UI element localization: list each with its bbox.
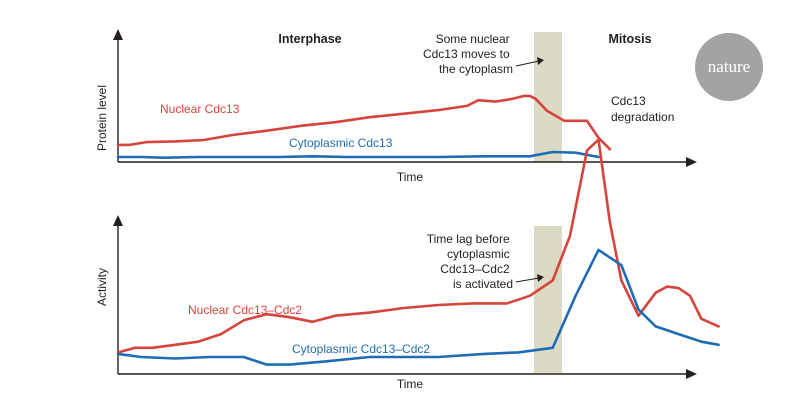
nature-logo-badge	[695, 33, 763, 101]
annotation-arrow	[515, 60, 540, 67]
nature-logo-text: nature	[708, 57, 750, 76]
phase-label-interphase: Interphase	[278, 32, 341, 46]
bottom-x-arrow	[686, 369, 697, 379]
bottom-x-axis-label: Time	[397, 377, 424, 391]
annotation-line: cytoplasmic	[447, 247, 510, 261]
top-x-arrow	[686, 157, 697, 167]
bottom-y-arrow	[113, 215, 123, 226]
annotation-nuclear-to-cytoplasm: Some nuclear Cdc13 moves to the cytoplas…	[423, 32, 513, 76]
annotation-line: Some nuclear	[436, 32, 510, 46]
annotation-line: Cdc13–Cdc2	[440, 262, 510, 276]
series-label-cytoplasmic-cdc13-cdc2: Cytoplasmic Cdc13–Cdc2	[292, 342, 430, 356]
annotation-arrowhead	[537, 57, 544, 65]
series-line-cytoplasmic-cdc13	[116, 150, 600, 159]
series-label-cytoplasmic-cdc13: Cytoplasmic Cdc13	[289, 136, 393, 150]
top-x-axis-label: Time	[397, 170, 424, 184]
annotation-time-lag: Time lag before cytoplasmic Cdc13–Cdc2 i…	[427, 232, 513, 291]
series-line-nuclear-cdc13-cdc2	[116, 138, 720, 354]
series-line-cytoplasmic-cdc13-cdc2	[116, 248, 720, 366]
series-label-nuclear-cdc13: Nuclear Cdc13	[160, 102, 240, 116]
phase-label-mitosis: Mitosis	[608, 32, 651, 46]
annotation-line: degradation	[611, 110, 674, 124]
annotation-arrowhead	[537, 274, 544, 282]
annotation-line: the cytoplasm	[439, 62, 513, 76]
bottom-y-axis-label: Activity	[95, 268, 109, 306]
shaded-band-top	[534, 32, 562, 162]
annotation-line: Time lag before	[427, 232, 510, 246]
annotation-arrow	[515, 277, 540, 283]
top-y-arrow	[113, 29, 123, 40]
series-label-nuclear-cdc13-cdc2: Nuclear Cdc13–Cdc2	[188, 303, 302, 317]
annotation-line: is activated	[453, 277, 513, 291]
annotation-line: Cdc13 moves to	[423, 47, 510, 61]
annotation-line: Cdc13	[611, 94, 646, 108]
annotation-cdc13-degradation: Cdc13 degradation	[611, 94, 674, 124]
top-y-axis-label: Protein level	[95, 85, 109, 151]
series-line-nuclear-cdc13	[116, 94, 612, 151]
